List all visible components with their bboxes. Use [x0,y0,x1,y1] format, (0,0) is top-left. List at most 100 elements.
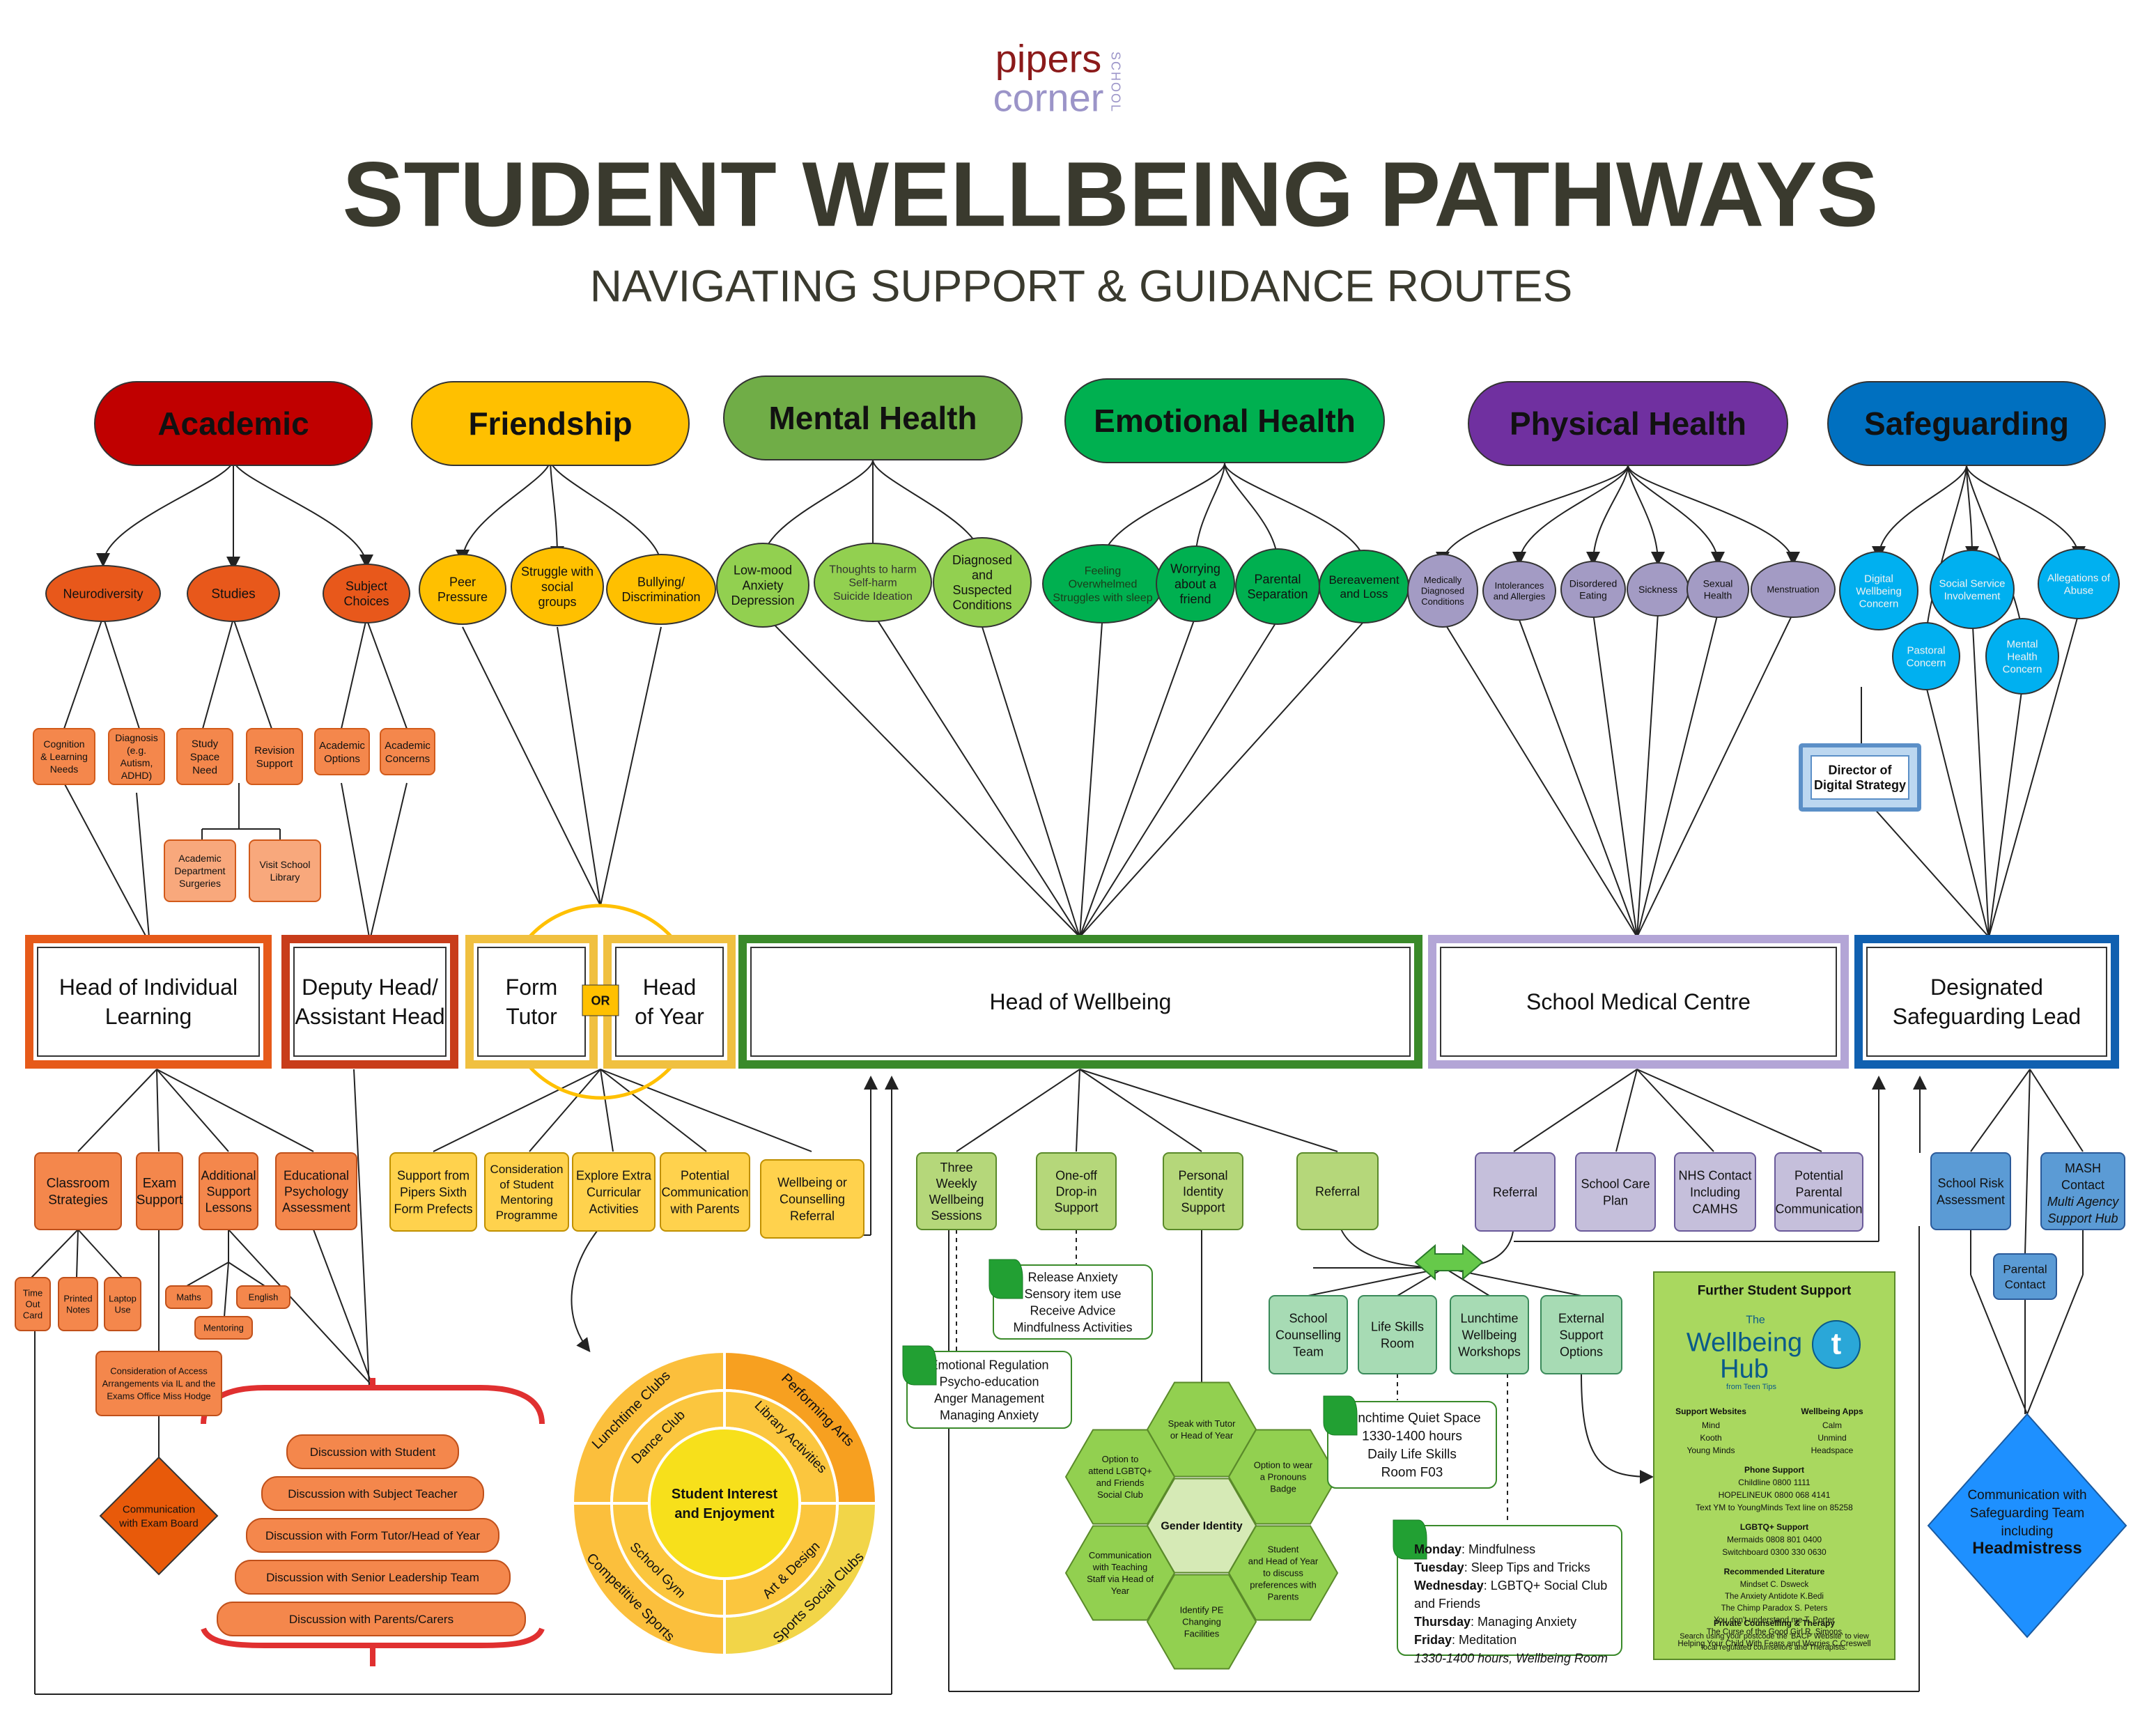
topic-struggle-social[interactable] [511,547,604,626]
quiet-space-note[interactable] [1327,1401,1497,1489]
need-academic-options[interactable] [314,728,370,775]
topic-self-harm[interactable] [814,543,932,622]
referral-external[interactable] [1540,1295,1622,1374]
category-mental-health[interactable] [723,375,1023,460]
discussion-step[interactable] [217,1602,526,1636]
hil-classroom-strategies[interactable] [34,1152,122,1230]
gender-bottom[interactable] [1146,1574,1257,1670]
wheel-centre[interactable] [648,1427,801,1580]
friend-extra-curricular[interactable] [572,1152,656,1232]
safeguarding-headmistress[interactable] [1927,1413,2127,1638]
need-cognition[interactable] [33,728,95,785]
need-study-space[interactable] [176,728,233,785]
wellbeing-weekly-note-leaf-icon [902,1345,937,1386]
wellbeing-drop-in-note[interactable] [993,1264,1153,1340]
lead-form-tutor[interactable] [465,935,598,1069]
discussion-step[interactable] [261,1476,484,1511]
topic-anxiety[interactable] [716,543,809,628]
lead-head-of-wellbeing[interactable] [738,935,1422,1069]
category-safeguarding[interactable] [1827,381,2106,466]
wellbeing-weekly-note[interactable] [906,1351,1072,1429]
topic-sexual-health[interactable] [1687,561,1749,618]
workshop-schedule-note[interactable] [1397,1525,1622,1656]
director-digital-strategy-inner[interactable] [1811,755,1909,800]
category-physical-health[interactable] [1468,381,1788,466]
lead-school-medical-centre[interactable] [1428,935,1849,1069]
gender-lower-right[interactable] [1227,1525,1339,1621]
wellbeing-drop-in[interactable] [1036,1152,1117,1230]
academic-branch [96,459,234,567]
topic-digital-wellbeing[interactable] [1839,551,1918,630]
need-diagnosis[interactable] [108,728,165,785]
wellbeing-weekly-sessions[interactable] [916,1152,997,1230]
topic-subject-choices[interactable] [323,564,410,623]
hil-access-arrangements[interactable] [95,1351,222,1416]
referral-counselling[interactable] [1269,1295,1348,1374]
wellbeing-referral[interactable] [1296,1152,1379,1230]
category-friendship[interactable] [411,381,690,466]
lead-head-of-year[interactable] [603,935,736,1069]
lead-designated-safeguarding[interactable] [1854,935,2119,1069]
hil-mentoring[interactable] [194,1316,253,1340]
hil-additional-lessons[interactable] [199,1152,258,1230]
topic-mental-health-concern[interactable] [1985,618,2059,695]
topic-social-service[interactable] [1930,550,2015,629]
hil-timeout-card[interactable] [15,1277,51,1331]
wellbeing-identity[interactable] [1163,1152,1243,1230]
hil-maths[interactable] [165,1285,212,1309]
safeguarding-parental-contact[interactable] [1993,1253,2057,1300]
hil-laptop-use[interactable] [104,1277,141,1331]
friend-mentoring[interactable] [484,1152,569,1232]
topic-bullying[interactable] [606,554,716,625]
topic-disordered-eating[interactable] [1560,561,1626,618]
topic-bereavement[interactable] [1319,550,1409,623]
hil-printed-notes[interactable] [58,1277,98,1331]
lead-head-individual-learning[interactable] [25,935,272,1069]
hil-english[interactable] [236,1285,290,1309]
topic-parental-separation[interactable] [1235,548,1320,625]
medical-care-plan[interactable] [1575,1152,1656,1232]
discussion-step[interactable] [235,1560,511,1595]
safeguarding-risk-assessment[interactable] [1930,1152,2011,1230]
safeguarding-mash[interactable] [2040,1152,2125,1230]
friend-prefects[interactable] [389,1152,477,1232]
topic-peer-pressure[interactable] [419,554,506,625]
topic-worrying[interactable] [1156,545,1235,622]
medical-parental[interactable] [1774,1152,1863,1232]
medical-nhs[interactable] [1674,1152,1756,1232]
topic-diagnosed[interactable] [933,537,1032,628]
friend-referral[interactable] [760,1159,864,1239]
fan-line [1970,1069,2031,1152]
lead-deputy-head[interactable] [281,935,458,1069]
need-library[interactable] [249,839,321,902]
hil-edpsych[interactable] [275,1152,357,1230]
need-dept-surgeries[interactable] [164,839,236,902]
topic-menstruation[interactable] [1751,561,1836,618]
category-academic[interactable] [94,381,373,466]
topic-medically-diagnosed[interactable] [1407,554,1478,628]
discussion-step[interactable] [246,1518,499,1553]
referral-life-skills[interactable] [1358,1295,1437,1374]
need-revision[interactable] [246,728,303,785]
topic-studies[interactable] [187,565,280,622]
need-academic-concerns[interactable] [380,728,435,775]
gender-upper-right[interactable] [1227,1429,1339,1525]
friend-parents[interactable] [660,1152,750,1232]
topic-allegations[interactable] [2038,548,2120,619]
topic-intolerances[interactable] [1482,561,1556,621]
referral-workshops[interactable] [1450,1295,1529,1374]
discussion-step[interactable] [286,1434,459,1469]
topic-neurodiversity[interactable] [45,565,161,622]
hil-exam-support[interactable] [136,1152,183,1230]
gender-lower-left[interactable] [1064,1525,1176,1621]
category-emotional-health[interactable] [1064,378,1385,463]
hil-exam-board[interactable] [99,1456,219,1576]
gender-upper-left[interactable] [1064,1429,1176,1525]
medical-referral[interactable] [1475,1152,1556,1232]
topic-pastoral[interactable] [1892,622,1960,690]
